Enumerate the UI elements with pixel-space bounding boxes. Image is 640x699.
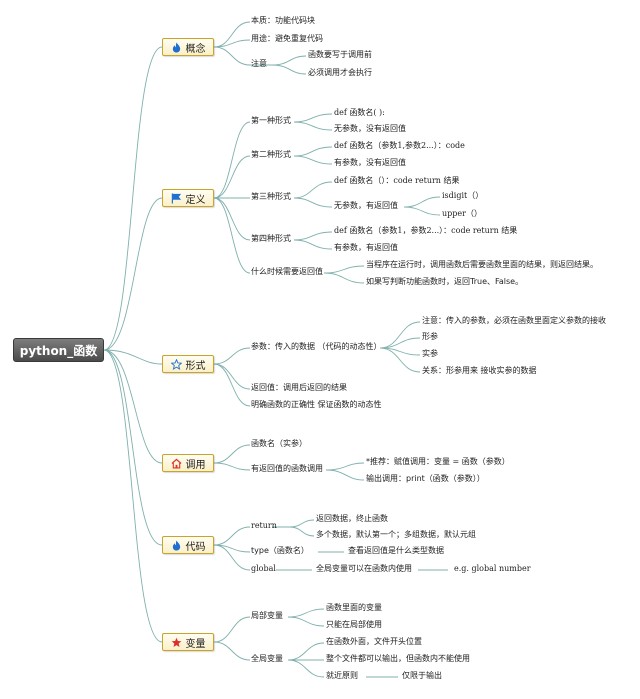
return-detail: 多个数据，默认第一个；多组数据，默认元组	[316, 530, 476, 539]
call-item: 函数名（实参）	[251, 439, 307, 448]
form2-desc: 有参数，没有返回值	[334, 158, 406, 167]
global-detail: 整个文件都可以输出，但函数内不能使用	[326, 654, 470, 663]
node-definition[interactable]: 定义	[162, 189, 214, 207]
call-detail: *推荐：赋值调用：变量 = 函数（参数）	[366, 457, 510, 466]
form1-syntax: def 函数名( ):	[334, 108, 385, 117]
code-item-return: return	[251, 521, 277, 530]
node-label: 定义	[185, 194, 206, 206]
home-icon	[171, 458, 181, 468]
form2-syntax: def 函数名（参数1,参数2...）：code	[334, 141, 465, 150]
params-item: 返回值：调用后返回的结果	[251, 383, 347, 392]
form1-desc: 无参数，没有返回值	[334, 124, 406, 133]
form4-syntax: def 函数名（参数1，参数2...）：code return 结果	[334, 226, 518, 235]
param-detail: 注意：传入的参数，必须在函数里面定义参数的接收	[422, 316, 606, 325]
global-desc: 全局变量可以在函数内使用	[316, 564, 412, 573]
params-item: 明确函数的正确性 保证函数的动态性	[251, 400, 382, 409]
form3-example: isdigit（）	[442, 191, 484, 200]
form3-desc: 无参数，有返回值	[334, 201, 398, 210]
node-params[interactable]: 形式	[162, 355, 214, 373]
node-label: 变量	[185, 638, 206, 650]
variable-item: 全局变量	[251, 654, 283, 663]
local-detail: 函数里面的变量	[326, 603, 382, 612]
param-detail: 实参	[422, 349, 438, 358]
form4-desc: 有参数，有返回值	[334, 243, 398, 252]
concept-note-item: 函数要写于调用前	[308, 50, 372, 59]
form3-syntax: def 函数名（）：code return 结果	[334, 176, 460, 185]
node-label: 代码	[185, 541, 206, 553]
star-filled-icon	[171, 637, 181, 647]
node-call[interactable]: 调用	[162, 454, 214, 472]
flame-icon	[172, 41, 180, 53]
definition-form: 第四种形式	[251, 234, 291, 243]
concept-item: 用途：避免重复代码	[251, 34, 323, 43]
node-label: 概念	[185, 43, 206, 55]
concept-item: 本质：功能代码块	[251, 16, 315, 25]
variable-item: 局部变量	[251, 611, 283, 620]
when-return-item: 如果写判断功能函数时，返回True、False。	[366, 277, 524, 286]
nearest-desc: 仅限于输出	[402, 671, 442, 680]
concept-note-item: 必须调用才会执行	[308, 68, 372, 77]
form3-example: upper（）	[442, 209, 482, 218]
call-detail: 输出调用：print（函数（参数））	[366, 474, 485, 483]
local-detail: 只能在局部使用	[326, 620, 382, 629]
node-variables[interactable]: 变量	[162, 633, 214, 651]
when-return-item: 当程序在运行时，调用函数后需要函数里面的结果，则返回结果。	[366, 260, 598, 269]
param-detail: 形参	[422, 332, 438, 341]
param-detail: 关系：形参用来 接收实参的数据	[422, 366, 537, 375]
call-item: 有返回值的函数调用	[251, 464, 323, 473]
type-desc: 查看返回值是什么类型数据	[348, 546, 444, 555]
code-item-type: type（函数名）	[251, 546, 309, 555]
global-detail: 就近原则	[326, 671, 358, 680]
global-detail: 在函数外面，文件开头位置	[326, 637, 422, 646]
definition-form: 第二种形式	[251, 150, 291, 159]
params-item: 参数：传入的数据 （代码的动态性）	[251, 342, 382, 351]
node-label: 形式	[185, 360, 206, 372]
global-example: e.g. global number	[454, 564, 531, 573]
node-concept[interactable]: 概念	[162, 38, 214, 56]
star-outline-icon	[170, 358, 182, 370]
code-item-global: global	[251, 564, 276, 573]
definition-form: 什么时候需要返回值	[251, 267, 323, 276]
flag-icon	[171, 192, 181, 204]
node-code[interactable]: 代码	[162, 536, 214, 554]
node-label: 调用	[185, 459, 206, 471]
flame-icon	[172, 539, 180, 551]
definition-form: 第一种形式	[251, 116, 291, 125]
definition-form: 第三种形式	[251, 192, 291, 201]
root-node[interactable]: python_函数	[13, 338, 104, 362]
return-detail: 返回数据，终止函数	[316, 514, 388, 523]
concept-item: 注意	[251, 59, 267, 68]
